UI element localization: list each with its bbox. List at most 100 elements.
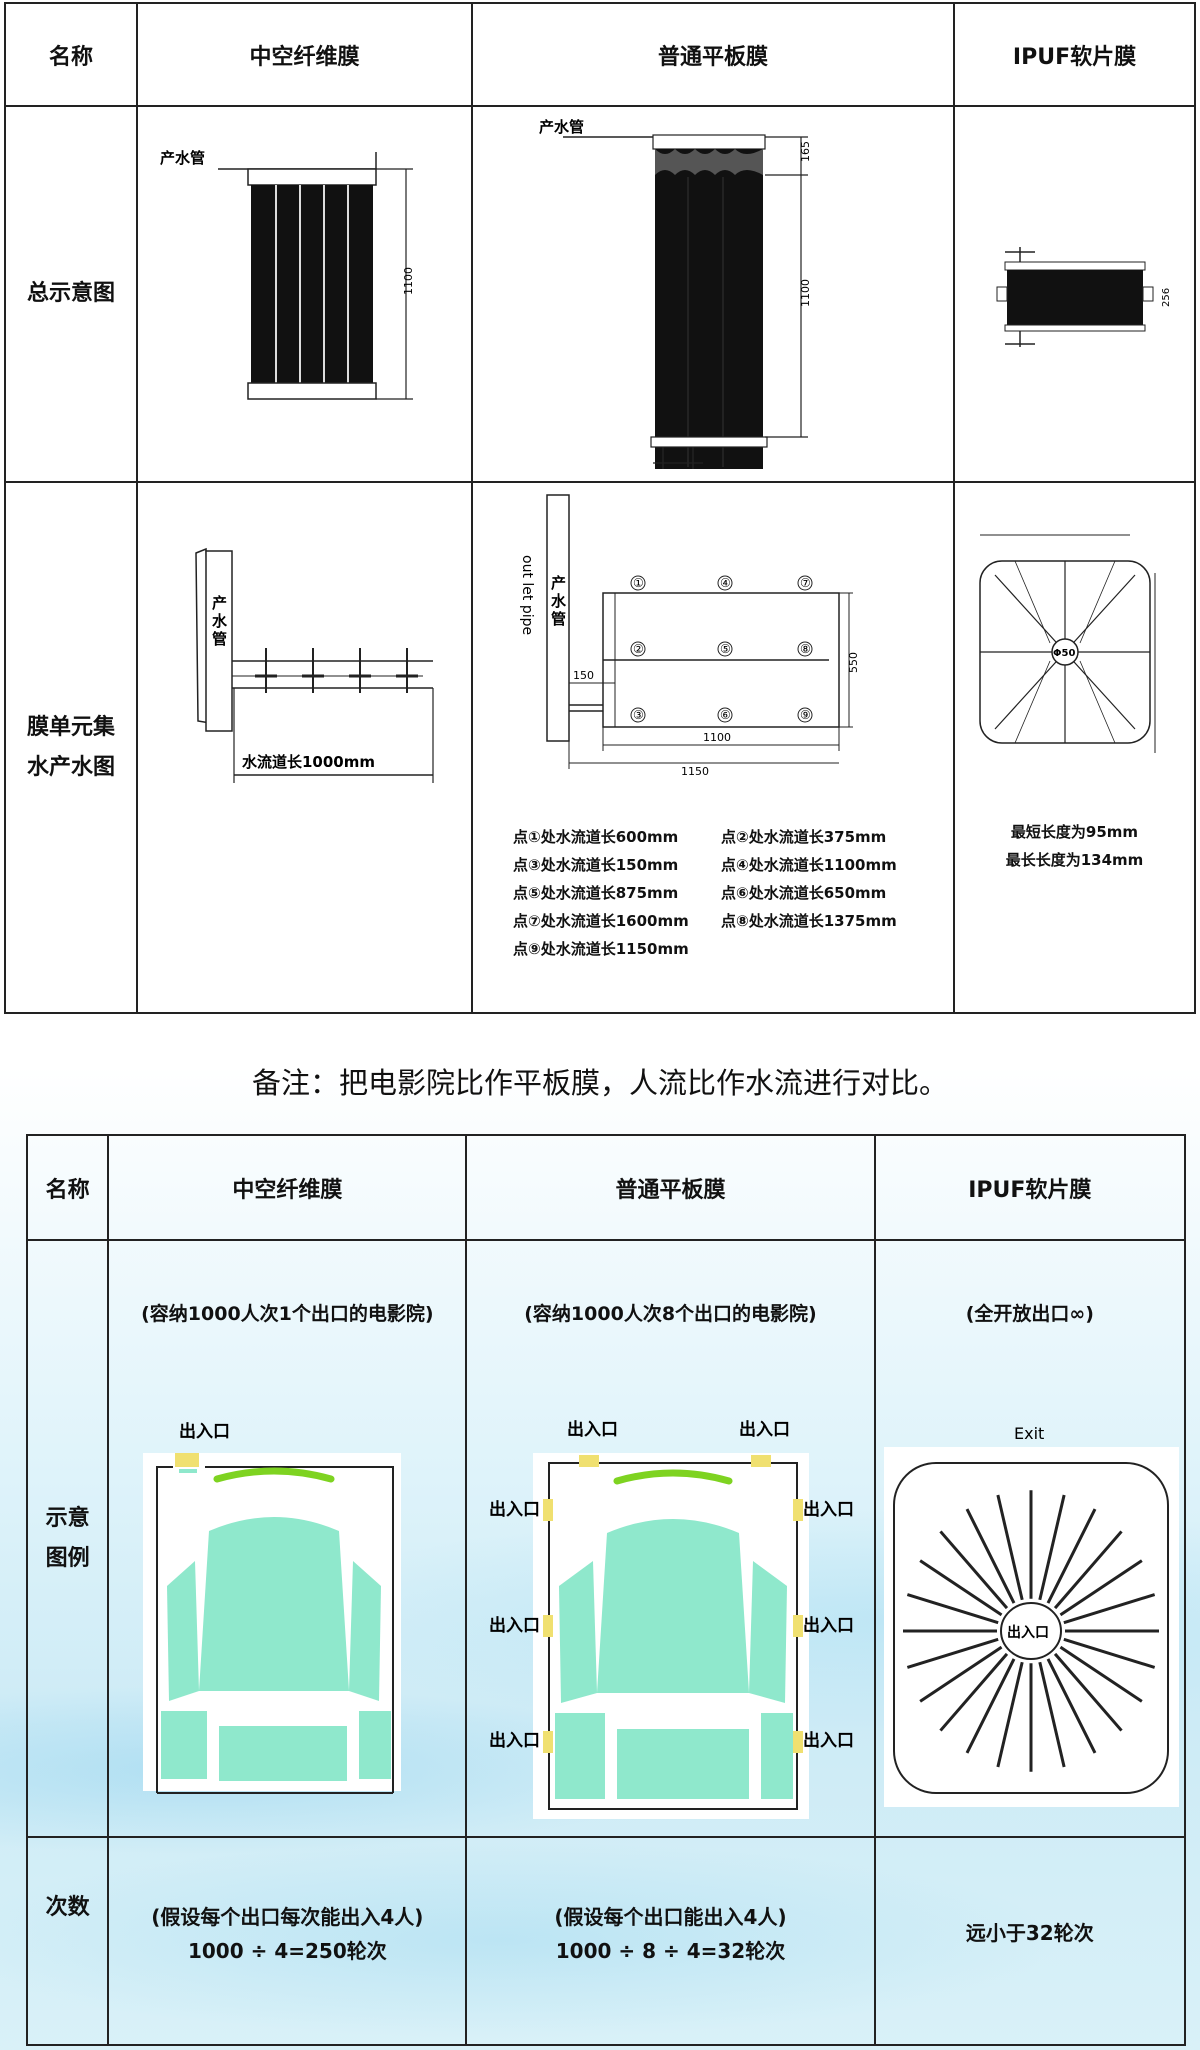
flow-ray (965, 1658, 1015, 1754)
flow-ray (1046, 1508, 1096, 1604)
header-name: 名称 (4, 2, 138, 107)
flow-ray (906, 1637, 999, 1669)
flow-ray (1059, 1645, 1143, 1703)
header-ipuf-2: IPUF软片膜 (873, 1134, 1187, 1241)
exit-label-left-1: 出入口 (489, 1499, 540, 1520)
dim-256: 256 (1161, 288, 1172, 307)
center-diameter: Φ50 (1053, 648, 1075, 659)
flow-ray (938, 1652, 1008, 1732)
rounds-open-exit: 远小于32轮次 (873, 1836, 1187, 2046)
calculation: 1000 ÷ 4=250轮次 (187, 1939, 387, 1963)
svg-text:⑨: ⑨ (800, 708, 811, 722)
flow-ray (938, 1530, 1008, 1610)
outlet-pipe-label: out let pipe (519, 555, 535, 635)
flat-sheet-overview-diagram: 产水管 165 1100 (539, 118, 812, 469)
svg-text:①: ① (633, 576, 644, 590)
svg-text:⑦: ⑦ (800, 576, 811, 590)
pipe-label: 产水管 (539, 118, 584, 136)
flow-ray (918, 1559, 1003, 1617)
ipuf-overview-cell: 256 (953, 105, 1196, 483)
header-ipuf: IPUF软片膜 (953, 2, 1196, 107)
hollow-fiber-collection-diagram: 产 水 管 水流道长1000mm (195, 547, 434, 783)
channel-length: 水流道长1000mm (242, 753, 375, 771)
svg-text:②: ② (633, 642, 644, 656)
row-label-overview: 总示意图 (4, 105, 138, 483)
cinema-eight-exit-diagram: 出入口 出入口 出入口 出入口 出入口 出入口 出入口 出入口 (489, 1419, 854, 1819)
membrane-comparison-table: 名称 中空纤维膜 普通平板膜 IPUF软片膜 总示意图 产水管 1100 (4, 2, 1196, 1014)
header-hollow-fiber: 中空纤维膜 (136, 2, 473, 107)
flat-sheet-overview-cell: 产水管 165 1100 (471, 105, 955, 483)
caption: (容纳1000人次1个出口的电影院) (141, 1303, 434, 1325)
flow-ray (918, 1645, 1003, 1703)
cinema-one-exit-cell: (容纳1000人次1个出口的电影院) 出入口 (107, 1239, 468, 1838)
caption: (容纳1000人次8个出口的电影院) (524, 1303, 817, 1325)
exit-doors (543, 1455, 804, 1753)
pipe-label: 产水管 (160, 149, 205, 167)
svg-text:⑤: ⑤ (720, 642, 731, 656)
flow-ray (996, 1661, 1024, 1768)
flow-ray (1053, 1530, 1123, 1610)
pipe-label-char-2: 水 (212, 612, 228, 630)
ipuf-collection-cell: Φ50 最短长度为95mm 最长长度为134mm (953, 481, 1196, 1014)
exit-label-left-3: 出入口 (489, 1730, 540, 1751)
header-flat-sheet: 普通平板膜 (471, 2, 955, 107)
rounds-one-exit: (假设每个出口每次能出入4人) 1000 ÷ 4=250轮次 (107, 1836, 468, 2046)
exit-label-top-left: 出入口 (567, 1419, 618, 1440)
header-flat-sheet-2: 普通平板膜 (465, 1134, 876, 1241)
pipe-char-3: 管 (551, 610, 566, 628)
label-line-1: 示意 (45, 1505, 90, 1531)
flat-sheet-collection-cell: out let pipe 产 水 管 150 550 1100 (471, 481, 955, 1014)
dim-1100: 1100 (799, 279, 812, 307)
fiber-connectors (255, 648, 418, 693)
svg-text:⑧: ⑧ (800, 642, 811, 656)
dim-1150: 1150 (681, 765, 709, 778)
cinema-analogy-table: 名称 中空纤维膜 普通平板膜 IPUF软片膜 示意 图例 (容纳1000人次1个… (25, 1134, 1187, 2046)
exit-label-right-3: 出入口 (803, 1730, 854, 1751)
flow-ray (1063, 1593, 1155, 1625)
svg-text:③: ③ (633, 708, 644, 722)
exit-label: 出入口 (179, 1421, 230, 1442)
header-row-2: 名称 中空纤维膜 普通平板膜 IPUF软片膜 (25, 1134, 1187, 1241)
exit-label-left-2: 出入口 (489, 1615, 540, 1636)
dim-165: 165 (799, 141, 812, 162)
exit-top-label: Exit (1014, 1424, 1044, 1443)
dim-150: 150 (573, 669, 594, 682)
flow-points: ① ④ ⑦ ② ⑤ ⑧ ③ ⑥ ⑨ (630, 575, 813, 723)
flow-ray (1063, 1637, 1155, 1669)
longest-length: 最长长度为134mm (1005, 851, 1144, 869)
header-hollow-fiber-2: 中空纤维膜 (107, 1134, 468, 1241)
hollow-fiber-overview-cell: 产水管 1100 (136, 105, 473, 483)
shortest-length: 最短长度为95mm (1010, 823, 1139, 841)
water-collection-row: 膜单元集 水产水图 产 水 管 (4, 481, 1196, 1014)
overview-row: 总示意图 产水管 1100 产水管 (4, 105, 1196, 483)
cinema-open-exit-diagram: Exit 出入口 (883, 1424, 1179, 1807)
pipe-label-char-3: 管 (212, 630, 227, 648)
flow-ray (1053, 1652, 1123, 1732)
flow-ray (1037, 1494, 1066, 1601)
flow-ray (1037, 1661, 1066, 1768)
illustration-row: 示意 图例 (容纳1000人次1个出口的电影院) 出入口 (容纳 (25, 1239, 1187, 1838)
rounds-row: 次数 (假设每个出口每次能出入4人) 1000 ÷ 4=250轮次 (假设每个出… (25, 1836, 1187, 2046)
ipuf-collection-diagram: Φ50 (979, 534, 1156, 753)
center-exit-label: 出入口 (1007, 1624, 1049, 1641)
dim-1100: 1100 (402, 267, 415, 295)
row-label-rounds: 次数 (25, 1836, 110, 2046)
header-name-2: 名称 (25, 1134, 110, 1241)
exit-label-top-right: 出入口 (739, 1419, 790, 1440)
dim-1100: 1100 (703, 731, 731, 744)
label-line-2: 水产水图 (26, 754, 115, 780)
flat-sheet-collection-diagram: out let pipe 产 水 管 150 550 1100 (519, 494, 860, 778)
exit-label-right-2: 出入口 (803, 1615, 854, 1636)
flow-ray (1046, 1658, 1096, 1754)
assumption: (假设每个出口每次能出入4人) (151, 1905, 424, 1929)
ipuf-length-notes: 最短长度为95mm 最长长度为134mm (955, 818, 1194, 874)
assumption: (假设每个出口能出入4人) (554, 1905, 787, 1929)
pipe-label-char-1: 产 (212, 594, 227, 612)
result: 远小于32轮次 (965, 1921, 1094, 1945)
hollow-fiber-overview-diagram: 产水管 1100 (160, 149, 415, 400)
cinema-one-exit-diagram: 出入口 (143, 1421, 402, 1794)
ipuf-overview-diagram: 256 (996, 247, 1172, 347)
note-text: 备注：把电影院比作平板膜，人流比作水流进行对比。 (251, 1066, 948, 1100)
label-line-2: 图例 (45, 1545, 90, 1571)
calculation: 1000 ÷ 8 ÷ 4=32轮次 (555, 1939, 786, 1963)
